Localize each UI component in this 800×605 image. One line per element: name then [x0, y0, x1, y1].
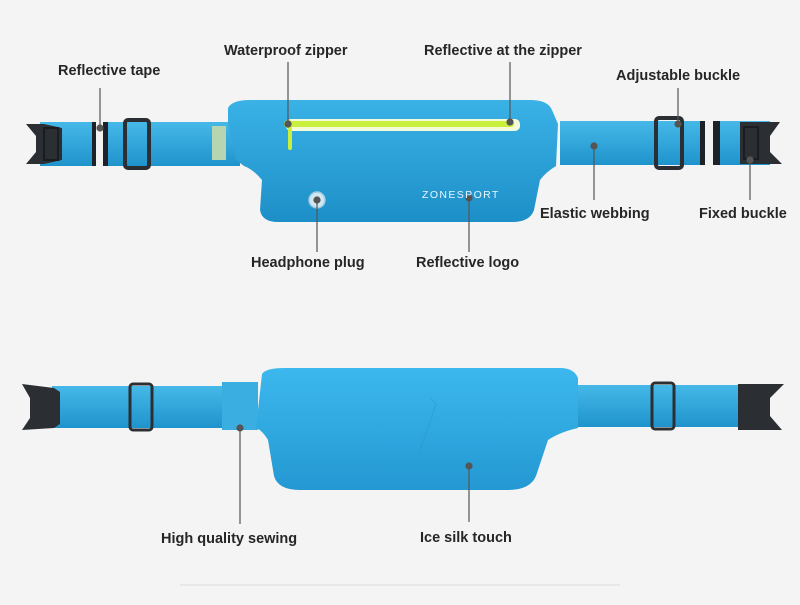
velcro-patch [212, 126, 226, 160]
label-adjustable-buckle: Adjustable buckle [616, 68, 741, 84]
zonesport-logo: ZONESPORT [422, 189, 500, 201]
bottom-right-slider [650, 381, 676, 431]
left-strap [40, 122, 240, 166]
bottom-left-slider [128, 382, 154, 432]
label-ice-silk-touch: Ice silk touch [420, 530, 512, 546]
bottom-left-buckle [22, 384, 60, 430]
top-belt [26, 62, 782, 252]
label-elastic-webbing: Elastic webbing [540, 206, 650, 222]
adjustable-buckle [654, 116, 684, 170]
label-reflective-logo: Reflective logo [416, 255, 520, 271]
left-slider-buckle [123, 118, 151, 170]
top-callout-lines [96, 62, 754, 252]
bottom-callout-lines [236, 424, 473, 524]
right-fixed-buckle [740, 122, 782, 164]
label-reflective-tape: Reflective tape [58, 63, 161, 79]
label-waterproof-zipper: Waterproof zipper [224, 43, 348, 59]
bottom-right-strap [560, 385, 756, 427]
bottom-right-buckle [738, 384, 784, 430]
label-fixed-buckle: Fixed buckle [699, 206, 787, 222]
label-headphone-plug: Headphone plug [251, 255, 365, 271]
right-reflective-tape [700, 121, 720, 165]
sewing-seam-panel [222, 382, 258, 430]
ice-silk-texture-line [417, 397, 437, 457]
bottom-belt [22, 368, 784, 524]
left-fixed-buckle [26, 124, 62, 164]
label-reflective-zipper: Reflective at the zipper [424, 43, 582, 59]
right-strap [560, 121, 770, 165]
top-pouch [228, 100, 558, 222]
label-high-quality-sewing: High quality sewing [161, 531, 298, 547]
left-reflective-tape [92, 122, 108, 166]
bottom-pouch [256, 368, 578, 490]
